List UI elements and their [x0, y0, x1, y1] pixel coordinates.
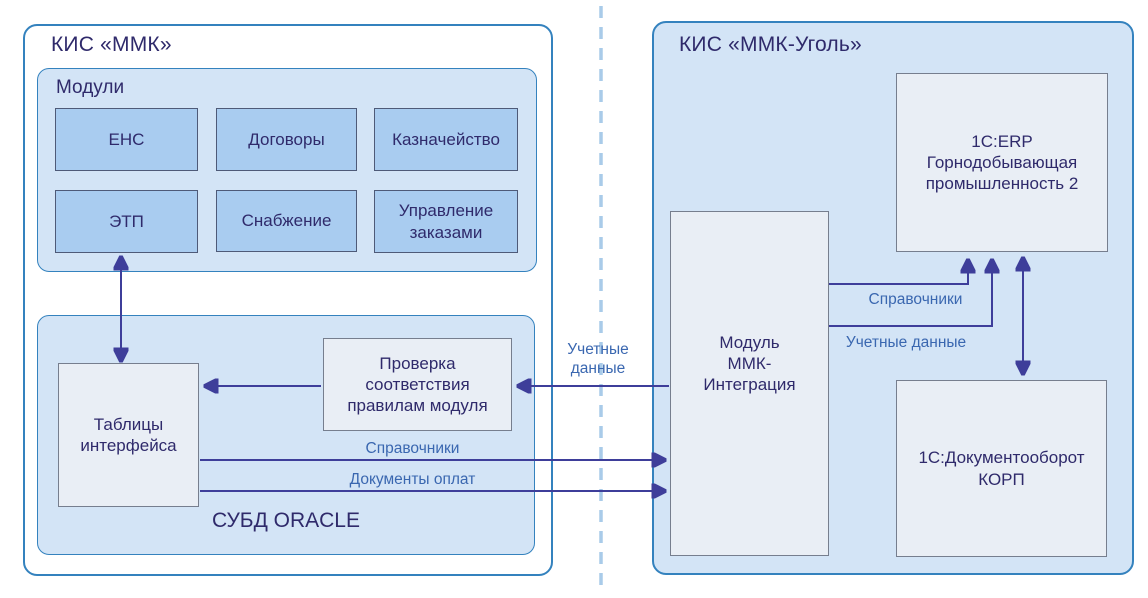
module-box-etp: ЭТП	[55, 190, 198, 253]
modules-panel-title: Модули	[56, 77, 125, 98]
module-box-ens: ЕНС	[55, 108, 198, 171]
interface-tables-box: Таблицы интерфейса	[58, 363, 199, 507]
dbms-oracle-label: СУБД ORACLE	[211, 509, 360, 532]
label-credentials-right: Учетные данные	[845, 334, 967, 351]
label-credentials-left: Учетные данные	[567, 341, 629, 377]
erp-box: 1С:ERP Горнодобывающая промышленность 2	[896, 73, 1108, 252]
mmk-integration-module-box: Модуль ММК- Интеграция	[670, 211, 829, 556]
docflow-box: 1С:Документооборот КОРП	[896, 380, 1107, 557]
kis-mmk-ugol-title: КИС «ММК-Уголь»	[679, 33, 862, 56]
module-box-kaznacheystvo: Казначейство	[374, 108, 518, 171]
module-box-snabzhenie: Снабжение	[216, 190, 357, 252]
module-box-dogovory: Договоры	[216, 108, 357, 171]
module-box-upravlenie-zakazami: Управление заказами	[374, 190, 518, 253]
label-payments: Документы оплат	[349, 471, 476, 488]
label-directories-right: Справочники	[868, 291, 963, 308]
rules-check-box: Проверка соответствия правилам модуля	[323, 338, 512, 431]
label-directories-left: Справочники	[365, 440, 460, 457]
kis-mmk-title: КИС «ММК»	[51, 33, 172, 56]
